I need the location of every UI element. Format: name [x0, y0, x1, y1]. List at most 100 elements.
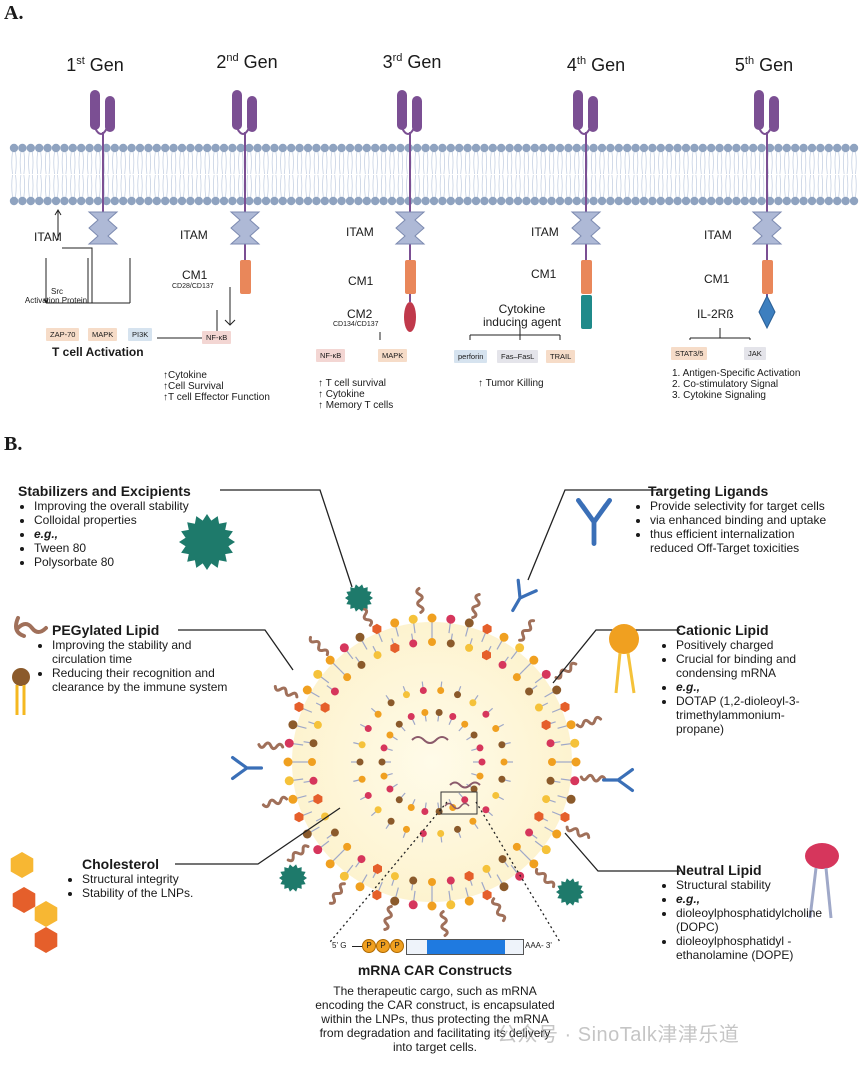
lipid-tail: [61, 151, 68, 175]
stabilizers-item: e.g.,: [34, 527, 223, 541]
peg-chain: [257, 741, 285, 751]
lipid-tail: [607, 151, 614, 175]
lipid-tail: [422, 174, 429, 198]
lipid-head: [35, 143, 44, 153]
lipid-head: [791, 196, 800, 206]
neutral-item: dioleoylphosphatidyl -ethanolamine (DOPE…: [676, 934, 861, 962]
lipid-tail: [78, 174, 84, 198]
lipid-head: [102, 143, 111, 153]
lipid-tail: [271, 174, 278, 198]
itam-domain: [87, 211, 119, 245]
cholesterol-icon: [482, 649, 491, 661]
lipid-head: [354, 196, 363, 206]
g4-outcome: ↑ Tumor Killing: [478, 378, 544, 389]
lipid-head: [93, 196, 103, 206]
lipid-head: [623, 196, 632, 206]
lipid-head: [715, 143, 724, 153]
lipid-head: [177, 143, 187, 153]
lipid-head: [723, 196, 733, 206]
lipid-tail: [263, 174, 269, 198]
gen-4-title: 4th Gen: [566, 55, 626, 75]
lipid-tail: [229, 174, 236, 198]
scfv-heavy: [397, 90, 407, 130]
lipid-tail: [548, 151, 555, 175]
g1-chip-zap70: ZAP-70: [46, 328, 80, 341]
lipid-head: [395, 720, 403, 728]
lipid-tail: [11, 151, 17, 175]
lipid-head: [807, 143, 817, 153]
lipid-head: [152, 143, 161, 153]
lipid-head: [548, 758, 556, 766]
lipid-head: [186, 143, 195, 153]
lipid-tail: [187, 151, 194, 175]
lipid-tail: [683, 151, 689, 175]
lipid-tail: [540, 174, 546, 198]
lipid-tail: [347, 151, 353, 175]
lipid-tail: [624, 151, 630, 175]
lipid-head: [566, 720, 576, 730]
lipid-head: [673, 143, 682, 153]
lipid-head: [407, 713, 415, 721]
lipid-tail: [523, 151, 530, 175]
arrow: [469, 325, 561, 340]
lipid-tail: [263, 151, 269, 175]
arrow: [43, 298, 130, 304]
g3-outcome: ↑ Memory T cells: [318, 400, 394, 411]
lipid-tail: [28, 151, 34, 175]
lipid-head: [799, 196, 808, 206]
mrna-car-coding-region: [427, 940, 505, 954]
lipid-tail: [414, 151, 420, 175]
lipid-head: [186, 196, 195, 206]
peg-tail-icon: [15, 685, 26, 715]
lipid-head: [228, 143, 237, 153]
lipid-head: [449, 803, 457, 811]
lipid-head: [546, 776, 555, 785]
lipid-head: [505, 196, 514, 206]
stabilizer-icon: [345, 584, 373, 612]
cholesterol-block: Cholesterol Structural integrity Stabili…: [66, 856, 266, 900]
lipid-tail: [464, 174, 471, 198]
cationic-item: Positively charged: [676, 638, 801, 652]
lipid-head: [542, 795, 551, 804]
cm1-domain: [240, 260, 251, 294]
lipid-head: [407, 803, 415, 811]
lipid-head: [454, 825, 462, 833]
lipid-head: [446, 196, 455, 206]
lipid-tail: [254, 151, 261, 175]
lipid-head: [337, 143, 346, 153]
lipid-head: [313, 669, 323, 679]
lipid-head: [320, 143, 329, 153]
lipid-head: [110, 143, 120, 153]
lipid-head: [390, 618, 400, 628]
antibody-arm: [511, 578, 538, 613]
lipid-tail: [616, 151, 622, 175]
lipid-head: [681, 143, 691, 153]
g5-outcomes: 1. Antigen-Specific Activation 2. Co-sti…: [672, 368, 800, 401]
g1-chip-mapk: MAPK: [88, 328, 118, 341]
lipid-bilayer: [9, 143, 859, 206]
lipid-head: [409, 639, 418, 648]
lipid-head: [437, 829, 445, 837]
lipid-head: [219, 196, 229, 206]
lipid-head: [597, 143, 607, 153]
g2-chip-nfkb: NF-κB: [202, 331, 232, 344]
lipid-head: [18, 196, 27, 206]
lipid-head: [429, 196, 439, 206]
g4-cm1-label: CM1: [531, 267, 557, 281]
g1-result: T cell Activation: [52, 345, 144, 359]
lipid-tail: [700, 174, 706, 198]
g3-cm1-label: CM1: [348, 274, 374, 288]
lipid-head: [356, 758, 364, 766]
lipid-tail: [448, 174, 454, 198]
lnp-core: [292, 622, 572, 902]
lipid-head: [119, 143, 128, 153]
lipid-head: [530, 196, 539, 206]
g5-outcome: 2. Co-stimulatory Signal: [672, 379, 779, 390]
lipid-tail: [506, 174, 513, 198]
cationic-item: e.g.,: [676, 680, 801, 694]
lipid-head: [302, 685, 312, 695]
lipid-head: [498, 660, 507, 669]
lipid-head: [566, 794, 576, 804]
lipid-tail: [380, 174, 387, 198]
lipid-head: [665, 196, 674, 206]
